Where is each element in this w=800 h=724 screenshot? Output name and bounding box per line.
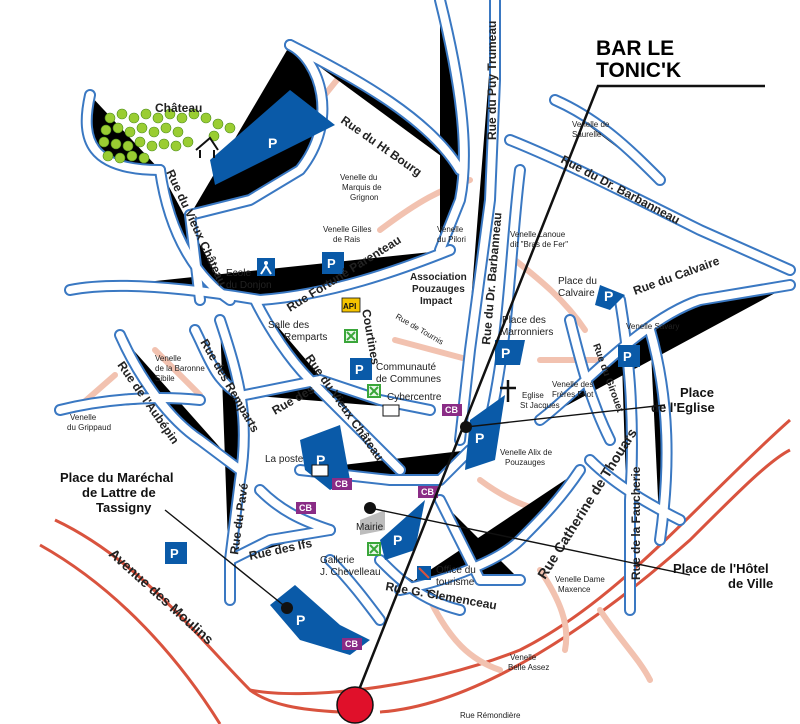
building-icons: [344, 329, 381, 556]
red-roads: [39, 418, 791, 724]
chateau-icon: [195, 136, 219, 158]
parking-label: P: [475, 430, 484, 446]
svg-text:CB: CB: [345, 639, 358, 649]
api-icon: API: [341, 297, 361, 313]
parking-calvaire: [595, 285, 625, 310]
street-faucherie: Rue de la Faucherie: [629, 466, 643, 580]
svg-text:CB: CB: [421, 487, 434, 497]
venelle-savary: Venelle Savary: [626, 322, 679, 331]
parking-label: P: [296, 612, 305, 628]
school-icon: [257, 258, 275, 276]
bar-pointer: [336, 84, 765, 724]
parking-label: P: [604, 288, 613, 304]
tourism-icon: [417, 566, 431, 580]
svg-text:P: P: [355, 362, 364, 377]
svg-text:P: P: [327, 256, 336, 271]
street-remondiere: Rue Rémondière: [460, 711, 521, 720]
street-dr-barbanneau-1: Rue du Dr. Barbanneau: [559, 152, 683, 227]
svg-text:CB: CB: [335, 479, 348, 489]
parking-marronniers: [495, 340, 525, 365]
roads: [60, 0, 790, 620]
map-title: BAR LE TONIC'K: [596, 37, 681, 82]
parking-label: P: [268, 135, 277, 151]
svg-text:API: API: [343, 302, 356, 311]
parking-label: P: [316, 452, 325, 468]
svg-text:CB: CB: [299, 503, 312, 513]
street-puy-trumeau: Rue du Puy Trumeau: [485, 21, 499, 140]
cb-badges: CB CB CB CB CB: [296, 404, 462, 650]
street-courtines: Courtines: [359, 308, 383, 366]
street-moulins: Avenue des Moulins: [106, 545, 217, 647]
cybercentre-icon: [382, 404, 400, 417]
poi-la-poste: La poste: [265, 454, 304, 465]
svg-text:CB: CB: [445, 405, 458, 415]
parking-marechal: [270, 585, 370, 655]
parking-signs: P P P P: [165, 252, 640, 564]
callout-lines: [164, 404, 691, 609]
parking-label: P: [393, 532, 402, 548]
bar-location-marker: [336, 686, 374, 724]
church-icon: [500, 380, 516, 402]
post-icon: [311, 464, 329, 477]
parking-labels: P P P P P P P: [268, 135, 613, 628]
svg-text:P: P: [170, 546, 179, 561]
parking-label: P: [501, 345, 510, 361]
poi-chateau: Château: [155, 101, 202, 115]
chateau-forest: [98, 108, 236, 164]
mairie-icon: [360, 510, 385, 535]
parking-eglise: [465, 395, 505, 470]
parking-mairie: [380, 500, 425, 560]
street-calvaire: Rue du Calvaire: [631, 254, 721, 298]
parking-chateau: [210, 90, 335, 185]
svg-text:P: P: [623, 349, 632, 364]
poi-cybercentre: Cybercentre: [387, 392, 442, 403]
poi-mairie: Mairie: [356, 522, 384, 533]
